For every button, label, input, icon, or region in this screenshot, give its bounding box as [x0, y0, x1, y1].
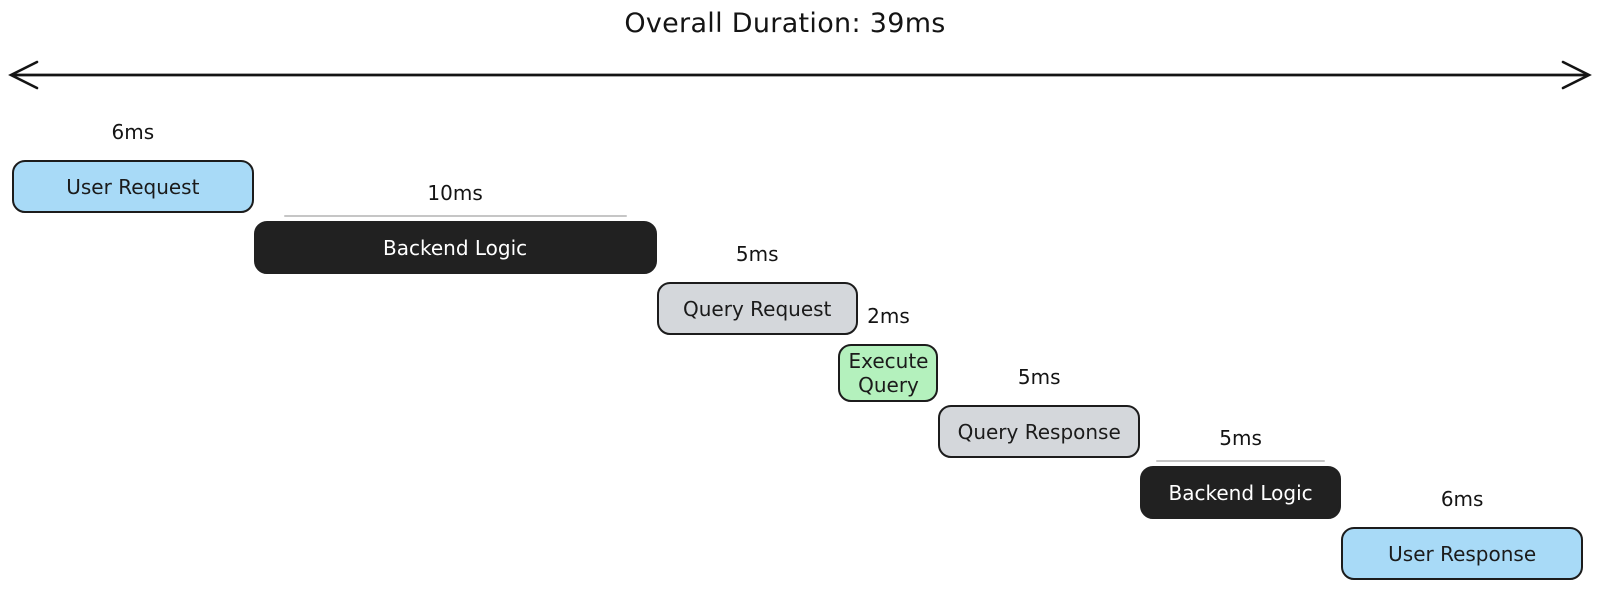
arrow-head-left-icon	[8, 60, 39, 90]
task-box-backend-logic-6: Backend Logic	[1139, 460, 1342, 519]
task-duration-query-request-3: 5ms	[735, 242, 779, 266]
task-duration-user-request-1: 6ms	[111, 120, 155, 144]
overall-duration-arrow	[8, 60, 1592, 90]
task-box-execute-query-4: Execute Query	[838, 344, 939, 402]
task-duration-query-response-5: 5ms	[1017, 365, 1061, 389]
task-box-user-response-7: User Response	[1341, 527, 1583, 580]
task-duration-user-response-7: 6ms	[1440, 487, 1484, 511]
task-duration-backend-logic-2: 10ms	[427, 181, 483, 205]
diagram-title: Overall Duration: 39ms	[624, 8, 946, 39]
task-duration-backend-logic-6: 5ms	[1219, 426, 1262, 450]
task-box-backend-logic-2: Backend Logic	[253, 215, 657, 274]
task-box-query-response-5: Query Response	[938, 405, 1140, 458]
arrow-head-right-icon	[1561, 60, 1592, 90]
task-duration-execute-query-4: 2ms	[867, 304, 910, 328]
task-box-query-request-3: Query Request	[656, 282, 858, 335]
task-box-user-request-1: User Request	[12, 160, 254, 213]
